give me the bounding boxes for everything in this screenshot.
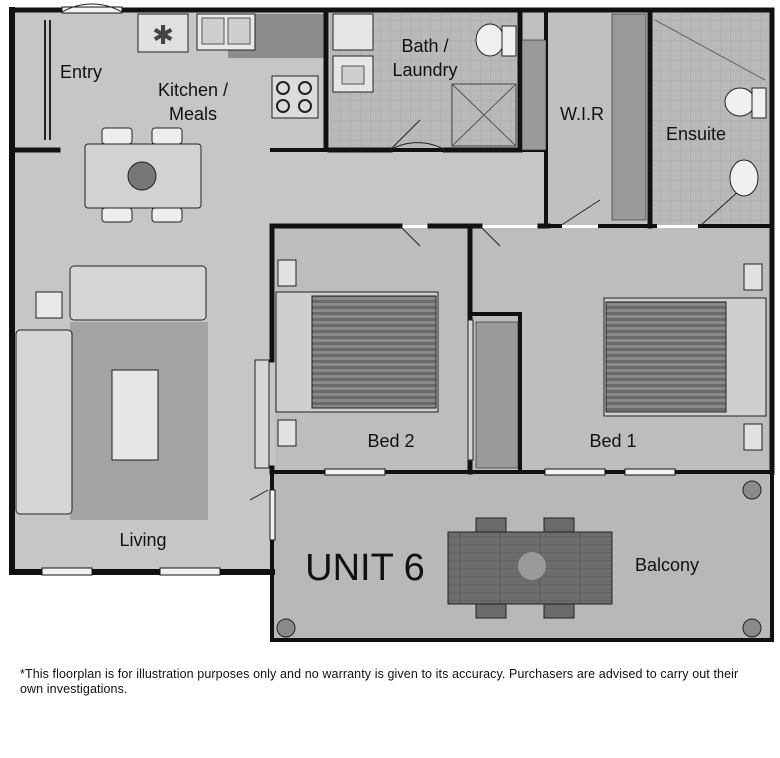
unit-title: UNIT 6: [305, 547, 425, 589]
room-label-entry: Entry: [60, 62, 102, 82]
room-label-bath-line2: Laundry: [392, 60, 457, 80]
floor-plan: ✱: [9, 3, 775, 642]
room-label-bath-line1: Bath /: [401, 36, 448, 56]
walls: [9, 7, 775, 642]
room-label-bed1: Bed 1: [589, 431, 636, 451]
room-label-kitchen-line1: Kitchen /: [158, 80, 228, 100]
wardrobe-hangers: [475, 13, 647, 469]
kitchen-fixtures: ✱: [137, 13, 319, 119]
balcony-table: [276, 480, 762, 638]
room-label-living: Living: [119, 530, 166, 550]
dining-table: [84, 127, 202, 223]
windows: [41, 6, 676, 576]
beds: [275, 259, 767, 451]
room-label-bed2: Bed 2: [367, 431, 414, 451]
disclaimer-text: *This floorplan is for illustration purp…: [20, 667, 739, 696]
svg-text:✱: ✱: [152, 20, 174, 50]
room-label-wir: W.I.R: [560, 104, 604, 124]
bathroom-fixtures: [332, 13, 767, 197]
doors: [44, 3, 741, 501]
room-label-balcony: Balcony: [635, 555, 699, 575]
room-label-kitchen-line2: Meals: [169, 104, 217, 124]
room-label-ensuite: Ensuite: [666, 124, 726, 144]
living-furniture: [15, 265, 207, 515]
